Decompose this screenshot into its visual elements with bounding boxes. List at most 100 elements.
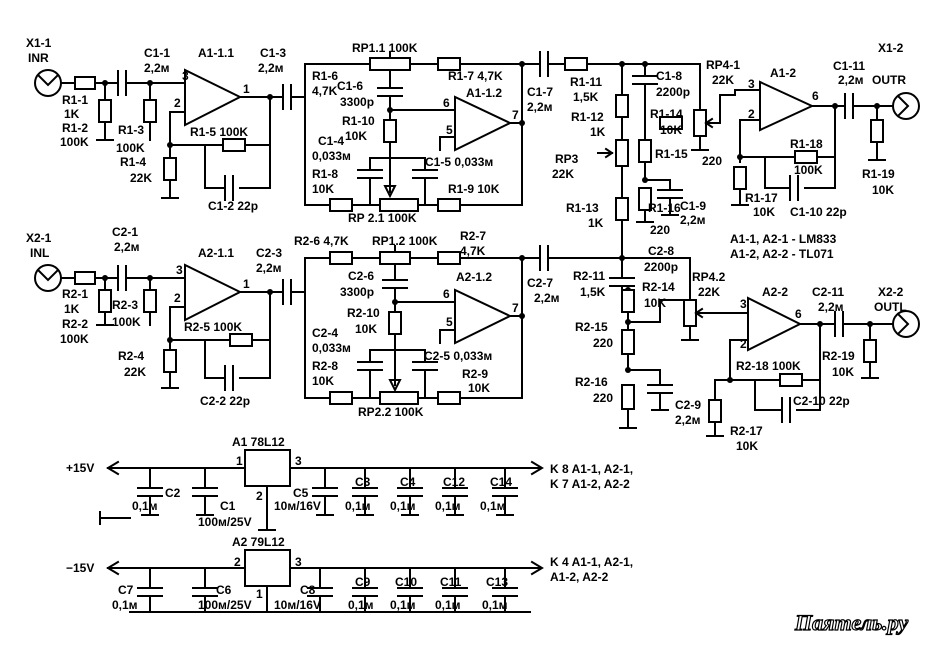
label-r1-1: R1-1 — [62, 93, 88, 107]
pin-6-a2-1-2: 6 — [443, 287, 450, 301]
resistor-r2-7 — [437, 251, 461, 265]
label-r2-8: R2-8 — [312, 359, 338, 373]
label-r2-1-val: 1K — [64, 302, 80, 316]
label-rp1-2: RP1.2 100K — [372, 234, 438, 248]
label-r1-2: R1-2 — [62, 121, 88, 135]
capacitor-c13 — [492, 567, 518, 613]
label-r1-13: R1-13 — [566, 201, 599, 215]
resistor-r1-18 — [794, 150, 818, 164]
capacitor-c1-2 — [224, 175, 234, 201]
capacitor-c1-3 — [274, 84, 306, 110]
label-r1-8: R1-8 — [312, 167, 338, 181]
label-c1-6: C1-6 — [337, 79, 363, 93]
label-c1-1: C1-1 — [144, 46, 170, 60]
label-plus-15v: +15V — [66, 461, 94, 475]
label-r2-4-val: 22K — [124, 365, 146, 379]
resistor-r2-2 — [98, 289, 112, 313]
pin-6: 6 — [443, 96, 450, 110]
resistor-r1-14 — [659, 116, 683, 130]
label-r2-2-val: 100K — [60, 332, 89, 346]
potentiometer-rp2-1 — [379, 198, 419, 212]
reg2-pin3: 3 — [295, 555, 302, 569]
label-c1-4-val: 0,033м — [312, 149, 351, 163]
opamp-a2-1-1 — [184, 263, 243, 322]
resistor-r2-17 — [708, 399, 722, 423]
label-r2-17-val: 10K — [736, 439, 758, 453]
capacitor-c2-3 — [282, 279, 306, 305]
resistor-r1-15 — [638, 139, 652, 163]
label-a2-79l12: A2 79L12 — [232, 535, 285, 549]
label-r1-10-val: 10K — [345, 129, 367, 143]
label-a1-1-1: A1-1.1 — [198, 46, 234, 60]
label-r2-7-val: 4,7K — [460, 244, 486, 258]
output-jack-right — [892, 92, 920, 120]
label-c8: C8 — [300, 583, 316, 597]
label-r2-16: R2-16 — [575, 375, 608, 389]
label-c6-val: 100м/25V — [198, 598, 252, 612]
capacitor-c1-5 — [412, 169, 438, 179]
capacitor-c11 — [442, 567, 468, 613]
resistor-r1-8 — [329, 198, 353, 212]
pin-2-a2-2: 2 — [740, 337, 747, 351]
resistor-r1-19 — [870, 119, 884, 143]
potentiometer-rp1-2 — [379, 251, 411, 265]
label-r1-3: R1-3 — [118, 123, 144, 137]
label-c1-6-val: 3300p — [340, 95, 374, 109]
label-r2-19-val: 10K — [832, 365, 854, 379]
label-c2-8: C2-8 — [648, 244, 674, 258]
pin-3-a2-1: 3 — [176, 263, 183, 277]
label-c1-11: C1-11 — [833, 59, 865, 73]
pin-3-a1-2: 3 — [748, 77, 755, 91]
label-k7: K 7 A1-2, A2-2 — [550, 477, 630, 491]
label-r1-17: R1-17 — [745, 191, 778, 205]
label-c2-3: C2-3 — [256, 246, 282, 260]
watermark-logo: Паяmель.ру — [794, 610, 908, 635]
label-c1-sup: C1 — [220, 499, 236, 513]
label-c7: C7 — [118, 583, 134, 597]
label-r1-12-val: 1K — [590, 125, 606, 139]
label-c1-7-val: 2,2м — [527, 100, 553, 114]
label-r1-15-val: 220 — [702, 154, 722, 168]
label-c13: C13 — [486, 575, 508, 589]
label-c1-8: C1-8 — [656, 69, 682, 83]
labels: X1-1 INR R1-1 1K R1-2 100K R1-3 100K R1-… — [26, 36, 907, 612]
label-r2-6: R2-6 4,7K — [294, 234, 349, 248]
label-a2-1-2: A2-1.2 — [456, 270, 492, 284]
label-r1-4-val: 22K — [130, 171, 152, 185]
label-r2-11-val: 1,5K — [580, 285, 606, 299]
potentiometer-rp3 — [615, 139, 629, 167]
resistor-r2-15 — [621, 329, 635, 355]
label-r2-1: R2-1 — [62, 287, 88, 301]
capacitor-c8 — [307, 567, 333, 613]
label-r1-14: R1-14 — [650, 107, 683, 121]
capacitor-c9 — [352, 567, 378, 613]
label-c2-5: C2-5 0,033м — [424, 349, 492, 363]
label-c5-val: 10м/16V — [274, 499, 321, 513]
resistor-r2-3 — [143, 289, 157, 313]
label-c3: C3 — [355, 475, 371, 489]
capacitor-c10 — [397, 567, 423, 613]
label-rp3-val: 22K — [552, 167, 574, 181]
pin-1: 1 — [243, 82, 250, 96]
reg2-pin1: 1 — [256, 587, 263, 601]
label-r1-11-val: 1,5K — [573, 90, 599, 104]
label-r2-9: R2-9 — [462, 367, 488, 381]
input-jack-left — [34, 264, 62, 292]
resistor-r2-9 — [437, 391, 461, 405]
label-r1-1-val: 1K — [64, 107, 80, 121]
resistor-r2-18 — [779, 373, 803, 387]
label-outr: OUTR — [872, 73, 906, 87]
output-jack-left — [892, 310, 920, 338]
capacitor-c4 — [397, 467, 423, 516]
label-c2-2: C2-2 22p — [200, 394, 250, 408]
pin-2-a2-1: 2 — [174, 291, 181, 305]
label-c2-7: C2-7 — [527, 276, 553, 290]
label-r1-7: R1-7 4,7K — [448, 69, 503, 83]
label-c8-val: 10м/16V — [274, 598, 321, 612]
label-c1-2: C1-2 22p — [208, 199, 258, 213]
capacitor-c2-4 — [357, 361, 383, 371]
capacitor-c14 — [492, 467, 518, 516]
resistor-r1-17 — [733, 166, 747, 190]
label-r2-15: R2-15 — [575, 320, 608, 334]
